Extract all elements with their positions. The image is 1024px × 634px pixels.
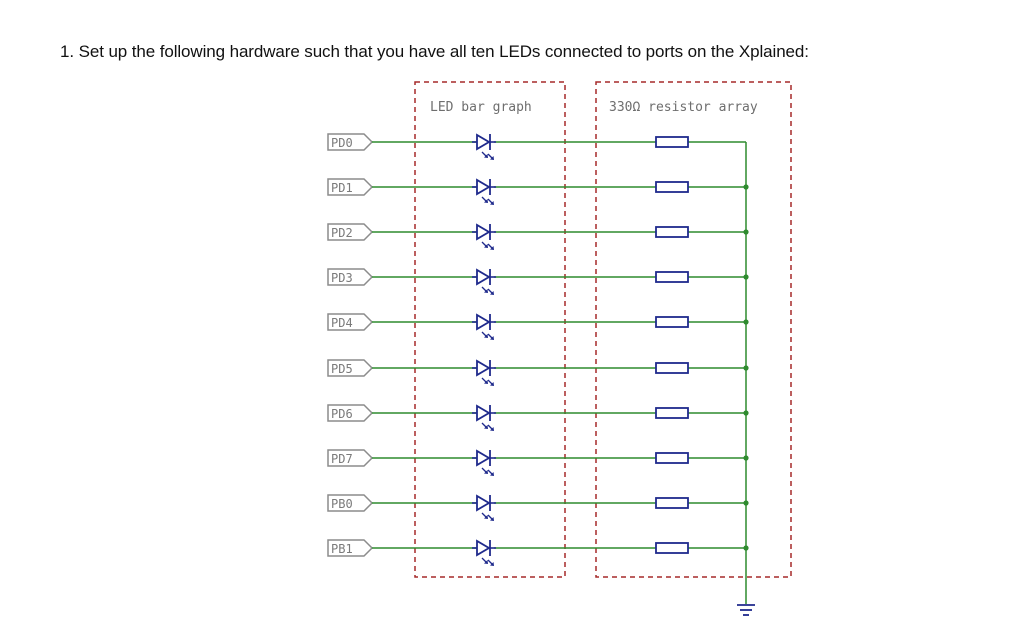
port-label-text: PB1 — [331, 542, 353, 556]
port-label-shape — [327, 359, 374, 377]
led-diode-icon — [472, 404, 496, 431]
port-label-shape — [327, 404, 374, 422]
port-label-shape — [327, 494, 374, 512]
port-label-text: PD2 — [331, 226, 353, 240]
port-label-shape — [327, 539, 374, 557]
instruction-text: 1. Set up the following hardware such th… — [60, 42, 809, 61]
port-row: PD7 — [327, 449, 749, 476]
port-label-text: PD0 — [331, 136, 353, 150]
resistor-icon — [655, 181, 689, 193]
led-diode-icon — [472, 539, 496, 566]
port-row: PD4 — [327, 313, 749, 340]
led-diode-icon — [472, 268, 496, 295]
port-label-text: PD3 — [331, 271, 353, 285]
resistor-icon — [655, 497, 689, 509]
ground-icon — [737, 604, 755, 616]
led-diode-icon — [472, 359, 496, 386]
port-label-text: PD5 — [331, 362, 353, 376]
led-bar-graph-box — [414, 81, 566, 578]
port-label-text: PD1 — [331, 181, 353, 195]
resistor-icon — [655, 407, 689, 419]
port-label-shape — [327, 178, 374, 196]
led-diode-icon — [472, 223, 496, 250]
led-diode-icon — [472, 313, 496, 340]
led-bar-graph-label: LED bar graph — [430, 100, 532, 115]
resistor-array-box — [595, 81, 792, 578]
port-label-text: PD4 — [331, 316, 353, 330]
port-label-shape — [327, 223, 374, 241]
port-label-shape — [327, 313, 374, 331]
port-label-text: PD7 — [331, 452, 353, 466]
port-row: PD0 — [327, 133, 746, 160]
resistor-icon — [655, 542, 689, 554]
port-label-shape — [327, 449, 374, 467]
led-diode-icon — [472, 449, 496, 476]
port-label-shape — [327, 133, 374, 151]
port-label-text: PD6 — [331, 407, 353, 421]
led-diode-icon — [472, 133, 496, 160]
resistor-icon — [655, 452, 689, 464]
led-diode-icon — [472, 494, 496, 521]
port-row: PD1 — [327, 178, 749, 205]
port-label-shape — [327, 268, 374, 286]
port-row: PD2 — [327, 223, 749, 250]
port-row: PB0 — [327, 494, 749, 521]
resistor-array-label: 330Ω resistor array — [609, 100, 758, 115]
resistor-icon — [655, 136, 689, 148]
port-label-text: PB0 — [331, 497, 353, 511]
port-row: PD5 — [327, 359, 749, 386]
led-diode-icon — [472, 178, 496, 205]
resistor-icon — [655, 362, 689, 374]
resistor-icon — [655, 316, 689, 328]
resistor-icon — [655, 271, 689, 283]
port-row: PD6 — [327, 404, 749, 431]
resistor-icon — [655, 226, 689, 238]
port-row: PD3 — [327, 268, 749, 295]
port-row: PB1 — [327, 539, 749, 566]
